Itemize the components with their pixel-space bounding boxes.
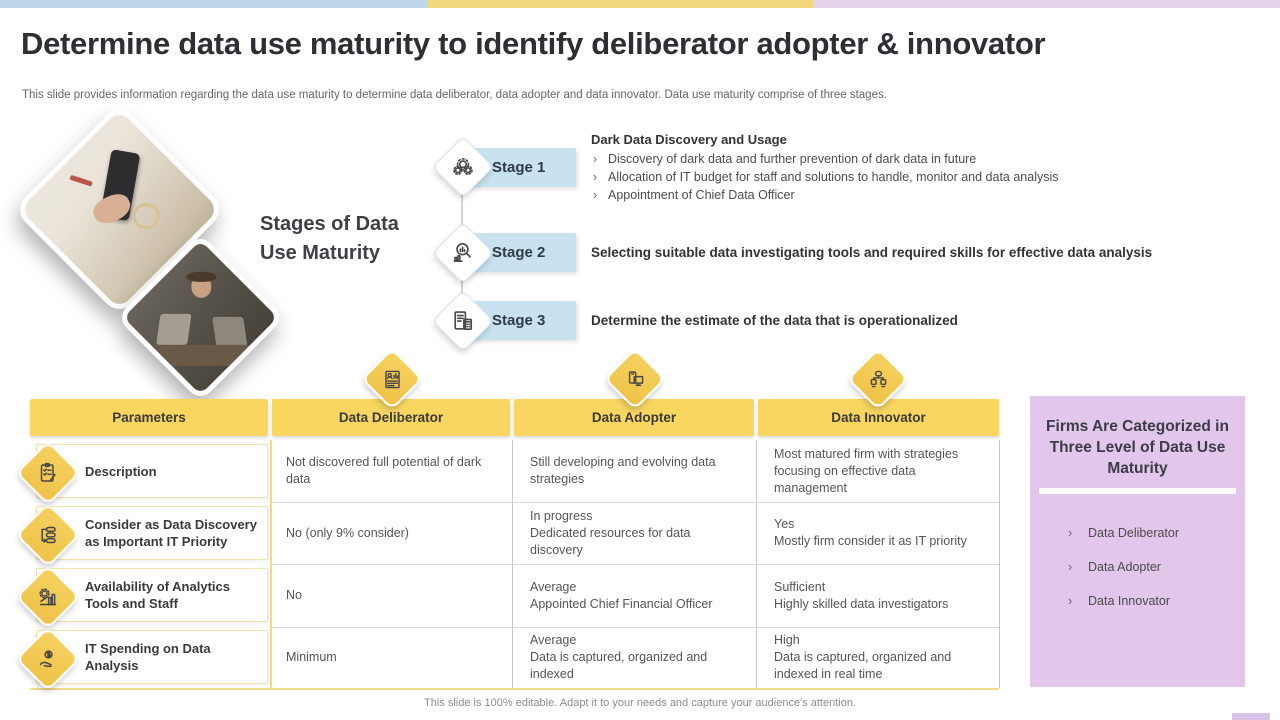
magnifier-analytics-icon bbox=[442, 232, 484, 274]
table-grid-line bbox=[999, 440, 1000, 688]
corner-accent-bar bbox=[1232, 713, 1270, 720]
table-cell: Not discovered full potential of dark da… bbox=[286, 455, 482, 486]
slide-subtitle: This slide provides information regardin… bbox=[22, 89, 887, 101]
stage2-text: Selecting suitable data investigating to… bbox=[591, 244, 1153, 260]
table-cell: Most matured firm with strategies focusi… bbox=[774, 446, 959, 495]
innovator-diamond bbox=[846, 347, 910, 411]
stage1-bullet: Appointment of Chief Data Officer bbox=[591, 186, 1131, 204]
slide-footer-note: This slide is 100% editable. Adapt it to… bbox=[424, 697, 856, 709]
photo-laptop2-shape bbox=[212, 317, 248, 348]
stage2-diamond bbox=[431, 221, 495, 285]
stage3-text: Determine the estimate of the data that … bbox=[591, 312, 958, 328]
column-header-innovator: Data Innovator bbox=[758, 399, 999, 436]
side-panel-title: Firms Are Categorized in Three Level of … bbox=[1046, 418, 1229, 477]
parameter-label: Availability of Analytics Tools and Staf… bbox=[85, 579, 230, 611]
table-cell: Minimum bbox=[286, 650, 337, 664]
side-panel-item: Data Adopter bbox=[1066, 560, 1245, 574]
table-cell: Average Appointed Chief Financial Office… bbox=[530, 579, 713, 611]
table-accent-line bbox=[270, 440, 272, 688]
gears-icon bbox=[442, 146, 484, 188]
table-accent-line bbox=[30, 688, 999, 690]
table-cell: No bbox=[286, 588, 302, 602]
availability-diamond bbox=[15, 564, 81, 630]
stage3-label: Stage 3 bbox=[492, 312, 546, 329]
parameter-label: Consider as Data Discovery as Important … bbox=[85, 517, 257, 549]
side-panel-underline bbox=[1039, 488, 1236, 494]
hierarchy-icon bbox=[858, 359, 898, 399]
photo-marker-shape bbox=[69, 174, 93, 186]
devices-icon bbox=[615, 359, 655, 399]
hand-coin-icon bbox=[27, 638, 69, 680]
page-title: Determine data use maturity to identify … bbox=[21, 26, 1046, 61]
topbar-yellow-segment bbox=[427, 0, 813, 8]
table-cell: High Data is captured, organized and ind… bbox=[774, 633, 952, 681]
stage3-diamond bbox=[431, 289, 495, 353]
document-calculator-icon bbox=[442, 300, 484, 342]
photo-compass-shape bbox=[133, 202, 160, 230]
photo-laptop1-shape bbox=[156, 314, 193, 346]
table-cell: In progress Dedicated resources for data… bbox=[530, 508, 691, 557]
report-person-icon bbox=[372, 359, 412, 399]
stage1-text-block: Dark Data Discovery and Usage Discovery … bbox=[591, 131, 1131, 204]
stage1-heading: Dark Data Discovery and Usage bbox=[591, 132, 787, 147]
description-diamond bbox=[15, 440, 81, 506]
stage1-diamond bbox=[431, 135, 495, 199]
table-grid-line bbox=[272, 502, 999, 503]
stage1-bullet: Discovery of dark data and further preve… bbox=[591, 150, 1131, 168]
parameter-row-priority: Consider as Data Discovery as Important … bbox=[36, 506, 268, 560]
stage2-label: Stage 2 bbox=[492, 244, 546, 261]
deliberator-diamond bbox=[360, 347, 424, 411]
analytics-tools-icon bbox=[27, 576, 69, 618]
priority-diamond bbox=[15, 502, 81, 568]
table-grid-line bbox=[272, 564, 999, 565]
checklist-icon bbox=[27, 452, 69, 494]
table-grid-line bbox=[272, 627, 999, 628]
table-cell: Average Data is captured, organized and … bbox=[530, 633, 708, 681]
parameter-row-availability: Availability of Analytics Tools and Staf… bbox=[36, 568, 268, 622]
parameter-label: IT Spending on Data Analysis bbox=[85, 641, 211, 673]
table-cell: Still developing and evolving data strat… bbox=[530, 455, 716, 486]
side-panel: Firms Are Categorized in Three Level of … bbox=[1030, 396, 1245, 687]
workflow-icon bbox=[27, 514, 69, 556]
table-cell: Sufficient Highly skilled data investiga… bbox=[774, 579, 949, 611]
adopter-diamond bbox=[603, 347, 667, 411]
table-cell: Yes Mostly firm consider it as IT priori… bbox=[774, 517, 967, 548]
side-panel-item: Data Innovator bbox=[1066, 594, 1245, 608]
column-header-parameters: Parameters bbox=[30, 399, 268, 436]
table-cell: No (only 9% consider) bbox=[286, 525, 409, 540]
stage1-label: Stage 1 bbox=[492, 159, 546, 176]
stage1-bullet: Allocation of IT budget for staff and so… bbox=[591, 168, 1131, 186]
spending-diamond bbox=[15, 626, 81, 692]
topbar-lavender-segment bbox=[813, 0, 1280, 8]
side-panel-item: Data Deliberator bbox=[1066, 526, 1245, 540]
parameter-label: Description bbox=[85, 463, 157, 479]
photo-desk-shape bbox=[148, 345, 257, 367]
topbar-blue-segment bbox=[0, 0, 427, 8]
stages-section-heading: Stages of Data Use Maturity bbox=[260, 213, 399, 264]
